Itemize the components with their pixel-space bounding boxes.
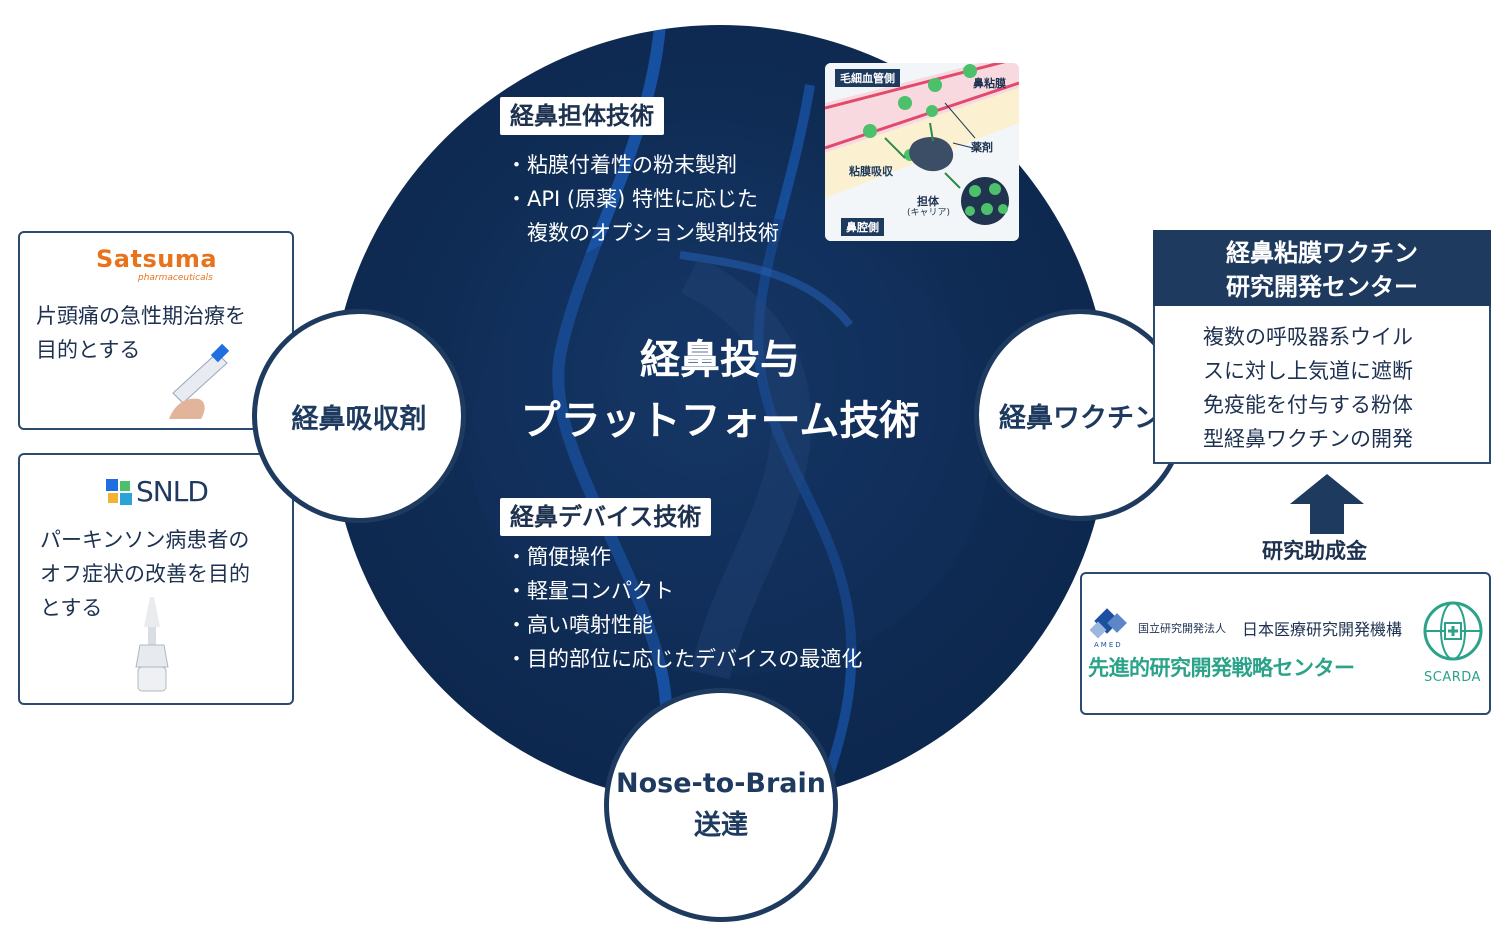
amed-small-label: 国立研究開発法人 [1138,622,1226,635]
vaccine-center-body: 複数の呼吸器系ウイル スに対し上気道に遮断 免疫能を付与する粉体 型経鼻ワクチン… [1153,306,1491,464]
vaccine-center-title-line1: 経鼻粘膜ワクチン [1226,239,1418,267]
absorbent-bubble: 経鼻吸収剤 [252,309,466,523]
device-tech-bullets: 簡便操作 軽量コンパクト 高い噴射性能 目的部位に応じたデバイスの最適化 [506,540,862,676]
nasal-spray-device-icon [169,343,230,419]
mucosal-absorption-figure: 毛細血管側 鼻粘膜 薬剤 粘膜吸収 担体 (キャリア) 鼻腔側 [825,63,1019,241]
snld-text-line3: とする [40,596,103,620]
absorbent-label: 経鼻吸収剤 [291,403,427,435]
nasal-dropper-device-icon [135,597,169,692]
satsuma-card: Satsuma pharmaceuticals 片頭痛の急性期治療を 目的とする [18,231,294,430]
vaccine-text-line3: 免疫能を付与する粉体 [1203,393,1413,417]
list-item: 高い噴射性能 [506,608,862,642]
satsuma-text-line1: 片頭痛の急性期治療を [36,304,246,328]
vaccine-text-line1: 複数の呼吸器系ウイル [1203,325,1413,349]
inset-carrier-sub-label: (キャリア) [907,208,951,218]
platform-title-line2: プラットフォーム技術 [520,398,920,444]
list-item: 簡便操作 [506,540,862,574]
vaccine-text-line2: スに対し上気道に遮断 [1203,359,1413,383]
inset-capillary-label: 毛細血管側 [835,69,900,87]
inset-mucosa-label: 鼻粘膜 [973,77,1006,90]
platform-title-line1: 経鼻投与 [640,337,800,383]
list-item: 粘膜付着性の粉末製剤 [506,148,779,182]
list-item: 軽量コンパクト [506,574,862,608]
vaccine-center-header: 経鼻粘膜ワクチン 研究開発センター [1153,230,1491,308]
inset-drug-label: 薬剤 [971,141,993,154]
snld-logo: SNLD [136,475,209,508]
satsuma-logo-sub: pharmaceuticals [138,273,213,283]
vaccine-bubble: 経鼻ワクチン [974,309,1186,521]
device-tech-label: 経鼻デバイス技術 [500,498,712,536]
amed-scarda-card: AMED 国立研究開発法人 日本医療研究開発機構 先進的研究開発戦略センター S… [1080,572,1491,715]
vaccine-label: 経鼻ワクチン [999,402,1161,434]
satsuma-text-line2: 目的とする [36,338,141,362]
list-item: 目的部位に応じたデバイスの最適化 [506,642,862,676]
vaccine-text-line4: 型経鼻ワクチンの開発 [1203,427,1413,451]
snld-text-line2: オフ症状の改善を目的 [40,562,250,586]
up-arrow-icon [1290,474,1364,534]
nose-to-brain-bubble: Nose-to-Brain 送達 [604,688,838,922]
list-item: API (原薬) 特性に応じた [506,182,779,216]
n2b-label-line2: 送達 [694,810,748,841]
n2b-label-line1: Nose-to-Brain [616,768,826,799]
list-item: 複数のオプション製剤技術 [527,221,779,245]
inset-absorption-label: 粘膜吸収 [849,165,893,178]
amed-org-name: 日本医療研究開発機構 [1242,620,1403,639]
scarda-label: SCARDA [1424,670,1481,685]
vaccine-center-title-line2: 研究開発センター [1226,273,1418,301]
absorption-diagram-graphic [825,63,1019,241]
amed-mark: AMED [1094,641,1123,649]
grant-label: 研究助成金 [1262,539,1367,563]
carrier-tech-bullets: 粘膜付着性の粉末製剤 API (原薬) 特性に応じた 複数のオプション製剤技術 [506,148,779,250]
inset-carrier-label: 担体 [917,195,939,208]
snld-logo-icon [106,479,132,505]
carrier-tech-label: 経鼻担体技術 [500,97,664,135]
inset-cavity-label: 鼻腔側 [841,218,884,236]
scarda-logo-icon [1423,601,1483,661]
satsuma-logo: Satsuma [96,245,218,273]
snld-card: SNLD パーキンソン病患者の オフ症状の改善を目的 とする [18,453,294,705]
scarda-center-name: 先進的研究開発戦略センター [1088,656,1355,680]
snld-text-line1: パーキンソン病患者の [40,528,250,552]
amed-logo-icon [1090,608,1127,639]
